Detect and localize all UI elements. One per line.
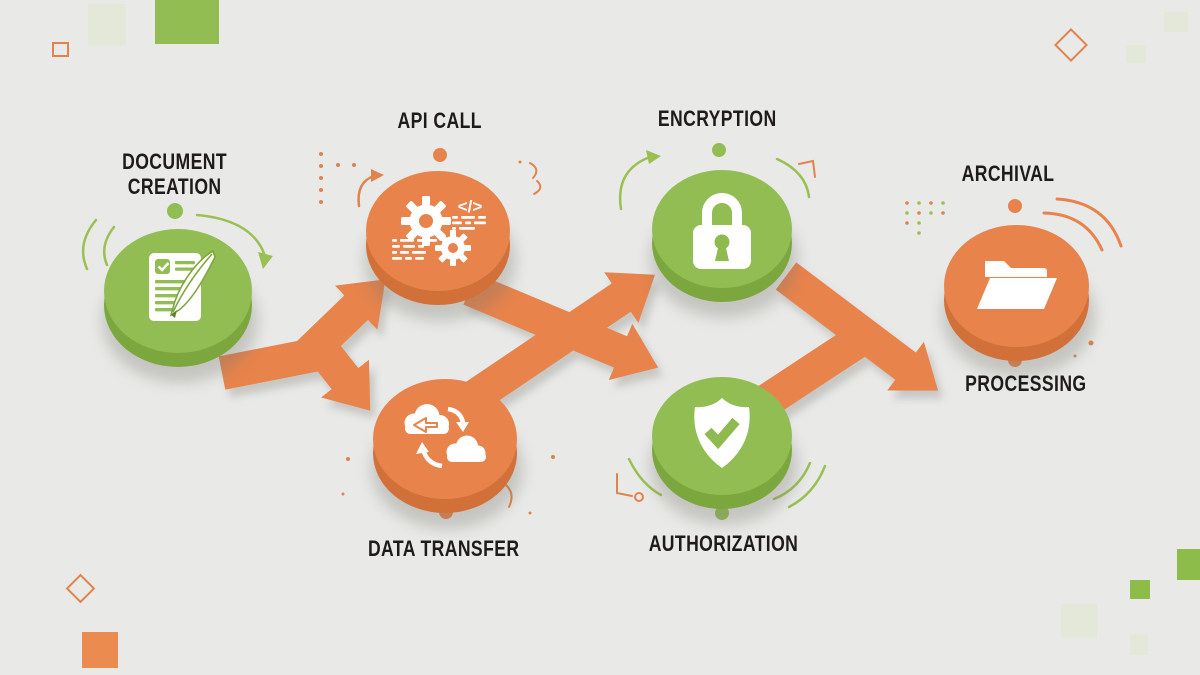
- archival-dots-grid: [905, 201, 945, 235]
- node-encryption: [650, 170, 798, 318]
- encryption-curve-arrow: [618, 155, 652, 211]
- authorization-circle-mark: [634, 492, 644, 502]
- faint-square: [1126, 45, 1146, 63]
- encryption-curve-arrowhead: [646, 150, 661, 164]
- archival-arc-inner: [1042, 211, 1104, 252]
- label-data-transfer: DATA TRANSFER: [368, 536, 520, 561]
- doc-arc-left-outer: [81, 218, 98, 271]
- small-gear: [435, 230, 471, 266]
- dot-clusters: [319, 152, 1094, 515]
- green-square: [155, 0, 219, 44]
- authorization-arc-right-2: [787, 464, 827, 509]
- faint-square: [88, 4, 126, 46]
- label-processing: PROCESSING: [965, 371, 1087, 396]
- node-archival-processing: [942, 225, 1095, 377]
- label-api-call: API CALL: [397, 108, 483, 133]
- code-lines: [392, 216, 486, 260]
- large-gear: [401, 196, 451, 246]
- archival-arc-outer: [1055, 197, 1123, 248]
- gears-code-icon: </>: [392, 196, 486, 266]
- doc-arc-left-inner: [102, 225, 116, 267]
- label-archival: ARCHIVAL: [961, 161, 1055, 186]
- faint-square: [1130, 634, 1148, 655]
- orange-outline-square: [52, 42, 69, 57]
- label-authorization: AUTHORIZATION: [648, 531, 798, 556]
- left-arrow-glyph: [413, 417, 438, 433]
- dot-above-encryption: [712, 143, 726, 157]
- label-line: DOCUMENT: [122, 149, 228, 174]
- dot-above-archival: [1008, 199, 1022, 213]
- api-curve-arrowhead: [371, 169, 384, 182]
- faint-square: [1164, 12, 1188, 32]
- flow-arrows: [218, 262, 939, 419]
- label-document-creation: DOCUMENT CREATION: [55, 149, 295, 200]
- authorization-arc-left: [627, 457, 663, 497]
- label-line: CREATION: [128, 174, 222, 200]
- decorative-flourishes: [81, 150, 1123, 509]
- dot-below-authorization: [715, 506, 729, 520]
- open-folder-icon: [976, 261, 1057, 309]
- orange-square: [82, 632, 118, 668]
- authorization-arc-right-1: [772, 461, 812, 501]
- document-quill-icon: [149, 249, 216, 321]
- shield-check-icon: [694, 398, 750, 468]
- node-authorization: [650, 377, 798, 525]
- download-cloud: [446, 435, 486, 462]
- flow-arrow-to-api-call: [294, 279, 386, 369]
- flow-arrow-to-archival: [775, 262, 939, 391]
- encryption-arc-right: [775, 157, 811, 199]
- green-square: [1177, 549, 1200, 580]
- encryption-corner-mark: [798, 159, 816, 178]
- green-square: [1130, 580, 1150, 599]
- api-right-mark-2: [533, 180, 542, 195]
- node-api-call: </>: [364, 171, 516, 321]
- dot-above-api-call: [433, 148, 447, 162]
- api-dots-column: [319, 152, 522, 204]
- dot-above-document: [167, 203, 183, 219]
- flow-arrow-data-to-encryption: [464, 272, 656, 412]
- authorization-l-mark: [616, 473, 633, 497]
- faint-square: [1061, 604, 1097, 638]
- api-right-mark-1: [529, 162, 538, 179]
- clouds-sync-icon: [404, 404, 486, 469]
- flow-arrow-to-data-transfer: [310, 341, 371, 411]
- padlock-icon: [693, 193, 751, 269]
- node-data-transfer: [371, 379, 523, 529]
- doc-curve-arrow: [195, 213, 267, 258]
- disc-top: [373, 379, 517, 499]
- doc-curve-arrowhead: [258, 252, 273, 269]
- node-document-creation: [102, 229, 258, 383]
- code-icon: </>: [458, 197, 483, 216]
- label-encryption: ENCRYPTION: [657, 106, 777, 131]
- flow-arrow-api-to-authorization: [463, 273, 659, 381]
